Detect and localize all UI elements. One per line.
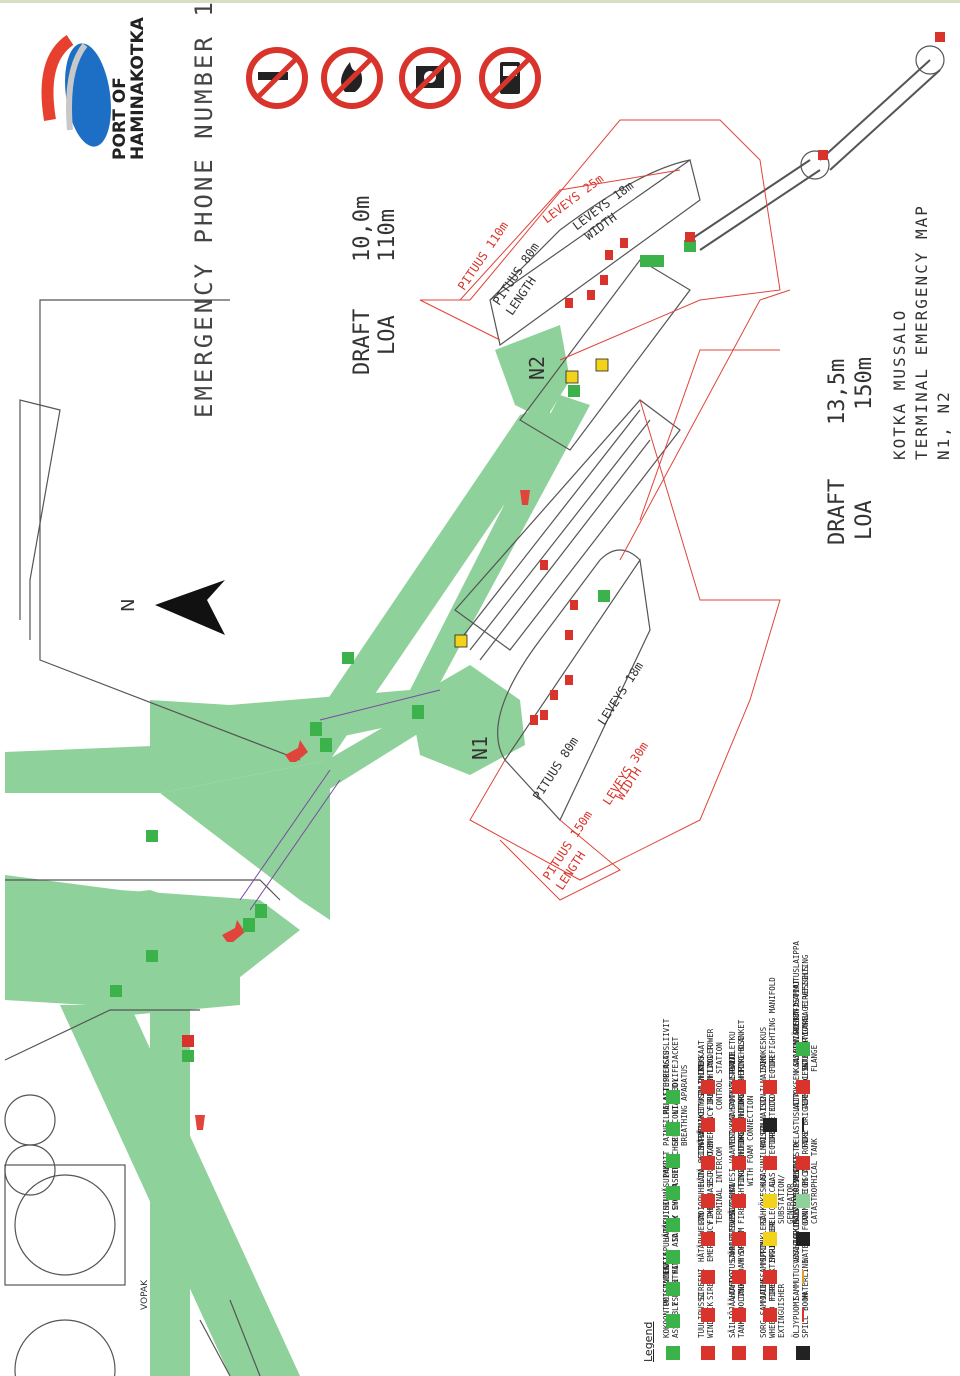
logo-text-2: HAMINAKOTKA bbox=[128, 17, 148, 160]
esd-button-icon bbox=[701, 1194, 715, 1208]
firefighting-tower-icon bbox=[732, 1156, 746, 1170]
escape-way-icon bbox=[666, 1314, 680, 1328]
first-aid-icon bbox=[666, 1282, 680, 1296]
gas-detector-icon bbox=[763, 1194, 777, 1208]
firefighting-manifold-icon bbox=[763, 1080, 777, 1094]
map-safety-icons bbox=[110, 240, 696, 1062]
firehose-icon bbox=[732, 1080, 746, 1094]
terminal-boundary-icon bbox=[802, 1118, 804, 1132]
n1-loa-value: 150m bbox=[852, 357, 877, 410]
legend-item-label: TIKKAAT LADDER bbox=[697, 1040, 715, 1072]
fire-brigade-access-arrows bbox=[222, 740, 308, 942]
legend-title: Legend bbox=[642, 1321, 655, 1362]
escape-roads-icon bbox=[796, 1194, 810, 1208]
lifebuoy-icon bbox=[666, 1122, 680, 1136]
wheeled-extinguisher-icon bbox=[763, 1346, 777, 1360]
garbage-vessels-icon bbox=[796, 1042, 810, 1056]
n2-draft-value: 10,0m bbox=[350, 195, 375, 262]
foam-line-icon bbox=[802, 1270, 804, 1284]
eye-washer-icon bbox=[666, 1218, 680, 1232]
electrical-substation-icon bbox=[763, 1232, 777, 1246]
no-smoking-icon bbox=[246, 47, 308, 109]
legend-item-garbage-vessels: ROSKA-ASTIAT GARBAGE VESSELS bbox=[790, 886, 834, 1056]
top-border bbox=[0, 0, 960, 3]
vopak-label: VOPAK bbox=[140, 1280, 150, 1310]
lifejacket-icon bbox=[666, 1090, 680, 1104]
tower-control-icon bbox=[701, 1118, 715, 1132]
escape-roads bbox=[5, 325, 590, 1376]
map-windsocks bbox=[195, 490, 530, 1130]
sprinkler-icon bbox=[763, 1270, 777, 1284]
catastrophical-tank-icon bbox=[796, 1232, 810, 1246]
port-logo-icon bbox=[41, 35, 111, 147]
legend-item-label: PELASTUSLIIVIT LIFEJACKET bbox=[662, 1018, 680, 1082]
breathing-apparatus-icon bbox=[666, 1154, 680, 1168]
north-arrow bbox=[155, 580, 225, 635]
no-mobile-phone-icon bbox=[479, 47, 541, 109]
fire-brigade-access-icon bbox=[796, 1156, 810, 1170]
fire-blanket-icon bbox=[732, 1118, 746, 1132]
no-camera-icon bbox=[399, 47, 461, 109]
n1-loa-label: LOA bbox=[852, 500, 877, 540]
terminal-subtitle: TERMINAL EMERGENCY MAP bbox=[912, 204, 931, 460]
tank-cooling-icon bbox=[732, 1346, 746, 1360]
safety-shower-icon bbox=[666, 1250, 680, 1264]
terminal-name: KOTKA MUSSALO bbox=[890, 308, 909, 460]
prohibition-signs bbox=[246, 47, 541, 109]
n2-loa-value: 110m bbox=[375, 209, 400, 262]
n1-draft-value: 13,5m bbox=[825, 358, 850, 425]
n2-draft-label: DRAFT bbox=[350, 308, 375, 375]
map-electrical-icons bbox=[454, 358, 609, 648]
quay-outlines bbox=[4, 45, 945, 1376]
siren-icon bbox=[701, 1308, 715, 1322]
foam-monitor-icon bbox=[732, 1194, 746, 1208]
ladder-icon bbox=[701, 1080, 715, 1094]
no-open-flame-icon bbox=[321, 47, 383, 109]
emergency-phone-icon bbox=[701, 1270, 715, 1284]
legend-item-label: JAKOKESKUS FIREFIGHTING MANIFOLD bbox=[759, 977, 777, 1072]
fire-detector-icon bbox=[763, 1156, 777, 1170]
berth-n2-label: N2 bbox=[525, 355, 549, 380]
hydrant-icon bbox=[732, 1270, 746, 1284]
north-label: N bbox=[118, 598, 139, 612]
tank-foam-icon bbox=[732, 1308, 746, 1322]
map-fire-icons bbox=[182, 32, 945, 1047]
mooring-lines bbox=[419, 119, 791, 901]
n2-loa-label: LOA bbox=[375, 315, 400, 355]
radio-intercom-icon bbox=[701, 1232, 715, 1246]
windsock-icon bbox=[701, 1346, 715, 1360]
assembly-point-icon bbox=[666, 1346, 680, 1360]
legend-item-label: ROSKA-ASTIAT GARBAGE VESSELS bbox=[792, 966, 810, 1034]
page-title: EMERGENCY PHONE NUMBER 112 bbox=[190, 0, 218, 418]
firefighting-monitor-icon bbox=[732, 1232, 746, 1246]
berth-n1-label: N1 bbox=[468, 735, 492, 760]
terminal-berths: N1, N2 bbox=[934, 390, 953, 460]
fire-extinguisher-icon bbox=[763, 1308, 777, 1322]
co2-detector-icon bbox=[763, 1118, 777, 1132]
spill-boom-icon bbox=[796, 1346, 810, 1360]
stretcher-icon bbox=[666, 1186, 680, 1200]
logo-text-1: PORT OF bbox=[110, 77, 130, 160]
fire-flange-icon bbox=[796, 1080, 810, 1094]
waterline-icon bbox=[802, 1308, 804, 1322]
emergency-button-icon bbox=[701, 1156, 715, 1170]
legend-item-label: PALOLETKU FIREHOSE bbox=[728, 1031, 746, 1072]
n1-draft-label: DRAFT bbox=[825, 478, 850, 545]
pipelines bbox=[239, 689, 441, 911]
